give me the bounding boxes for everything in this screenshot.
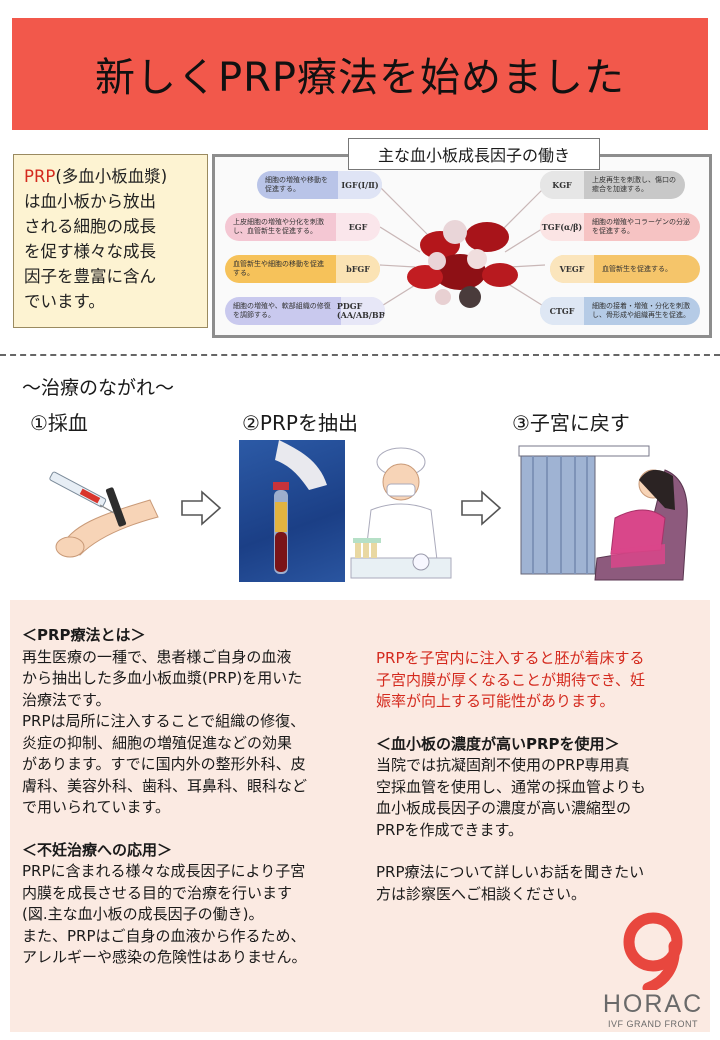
heading-high-concentration: ＜血小板の濃度が高いPRPを使用＞ [376,734,620,753]
heading-prp-therapy: ＜PRP療法とは＞ [22,626,146,644]
prp-term: PRP [24,167,56,186]
para1-line: があります。すでに国内外の整形外科、皮 [22,755,306,773]
horac-logo: HORAC IVF GRAND FRONT [598,910,708,1032]
para2-line: アレルギーや感染の危険性はありません。 [22,948,307,966]
prp-line-4: 因子を豊富に含ん [24,267,156,286]
flow-title: ～治療のながれ～ [22,377,175,399]
para1-line: 再生医療の一種で、患者様ご自身の血液 [22,647,292,666]
para3-line: 空採血管を使用し、通常の採血管よりも [376,777,646,796]
red-para-line: 子宮内膜が厚くなることが期待でき、妊 [376,670,645,689]
para1-line: 炎症の抑制、細胞の増殖促進などの効果 [22,733,293,752]
factor-bfgf: 血管新生や細胞の移動を促進する。 bFGF [225,255,380,283]
para2-line: (図.主な血小板の成長因子の働き)。 [22,905,264,923]
para1-line: 膚科、美容外科、歯科、耳鼻科、眼科など [22,776,308,795]
info-panel [10,600,710,1032]
factor-egf: 上皮細胞の増殖や分化を刺激し、血管新生を促進する。 EGF [225,213,380,241]
factor-tgf: 細胞の増殖やコラーゲンの分泌を促進する。 TGF(α/β) [540,213,700,241]
arrow-right-icon [461,490,502,526]
prp-line-5: でいます。 [24,292,105,311]
prp-line-3: を促す様々な成長 [24,242,156,261]
para3-line: 当院では抗凝固剤不使用のPRP専用真 [376,756,630,774]
right-column: PRPを子宮内に注入すると胚が着床する 子宮内膜が厚くなることが期待でき、妊 娠… [376,648,706,905]
para3-line: 血小板成長因子の濃度が高い濃縮型の [376,799,632,817]
step-3-label: ③子宮に戻す [512,411,630,435]
growth-factor-figure: 細胞の増殖や移動を促進する。 IGF(Ⅰ/Ⅱ) 上皮細胞の増殖や分化を刺激し、血… [212,154,712,338]
patient-chair-illustration [518,445,688,581]
red-para-line: 娠率が向上する可能性があります。 [376,692,615,710]
para1-line: で用いられています。 [22,798,171,816]
title-banner: 新しくPRP療法を始めました [12,18,708,130]
para3-line: PRPを作成できます。 [376,820,524,839]
section-divider [0,354,720,356]
doctor-illustration [350,447,452,579]
para2-line: PRPに含まれる様々な成長因子により子宮 [22,862,306,880]
para1-line: から抽出した多血小板血漿(PRP)を用いた [22,669,303,687]
step-1-label: ①採血 [30,411,88,435]
factor-ctgf: 細胞の接着・増殖・分化を刺激し、骨形成や組織再生を促進。 CTGF [540,297,700,325]
factor-kgf: 上皮再生を刺激し、傷口の癒合を加速する。 KGF [540,171,685,199]
prp-definition-box: PRP(多血小板血漿) は血小板から放出 される細胞の成長 を促す様々な成長 因… [13,154,208,328]
page-title: 新しくPRP療法を始めました [94,55,626,101]
figure-caption: 主な血小板成長因子の働き [348,138,600,170]
para4-line: PRP療法について詳しいお話を聞きたい [376,863,645,881]
factor-igf: 細胞の増殖や移動を促進する。 IGF(Ⅰ/Ⅱ) [257,171,382,199]
heading-infertility: ＜不妊治療への応用＞ [22,840,173,859]
prp-tube-photo [239,440,345,582]
platelet-cluster-illustration [379,186,546,308]
para4-line: 方は診察医へご相談ください。 [376,884,587,903]
factor-vegf: 血管新生を促進する。 VEGF [550,255,700,283]
para1-line: 治療法です。 [22,690,111,709]
step-2-label: ②PRPを抽出 [242,411,358,435]
prp-line-2: される細胞の成長 [24,217,156,236]
prp-line-1: は血小板から放出 [24,192,156,211]
blood-draw-illustration [49,471,159,558]
para2-line: 内膜を成長させる目的で治療を行います [22,883,293,902]
left-column: ＜PRP療法とは＞ 再生医療の一種で、患者様ご自身の血液 から抽出した多血小板血… [22,625,362,969]
prp-line-0: (多血小板血漿) [55,167,168,186]
logo-subtitle: IVF GRAND FRONT [608,1019,698,1029]
arrow-right-icon [181,490,222,526]
red-para-line: PRPを子宮内に注入すると胚が着床する [376,649,645,667]
para2-line: また、PRPはご自身の血液から作るため、 [22,926,306,945]
logo-name: HORAC [602,990,704,1018]
horac-logo-mark-icon [623,912,683,990]
test-tube-icon [273,440,327,574]
factor-pdgf: 細胞の増殖や、軟部組織の修復を調節する。 PDGF (AA/AB/BB) [225,297,385,325]
para1-line: PRPは局所に注入することで組織の修復、 [22,712,306,730]
